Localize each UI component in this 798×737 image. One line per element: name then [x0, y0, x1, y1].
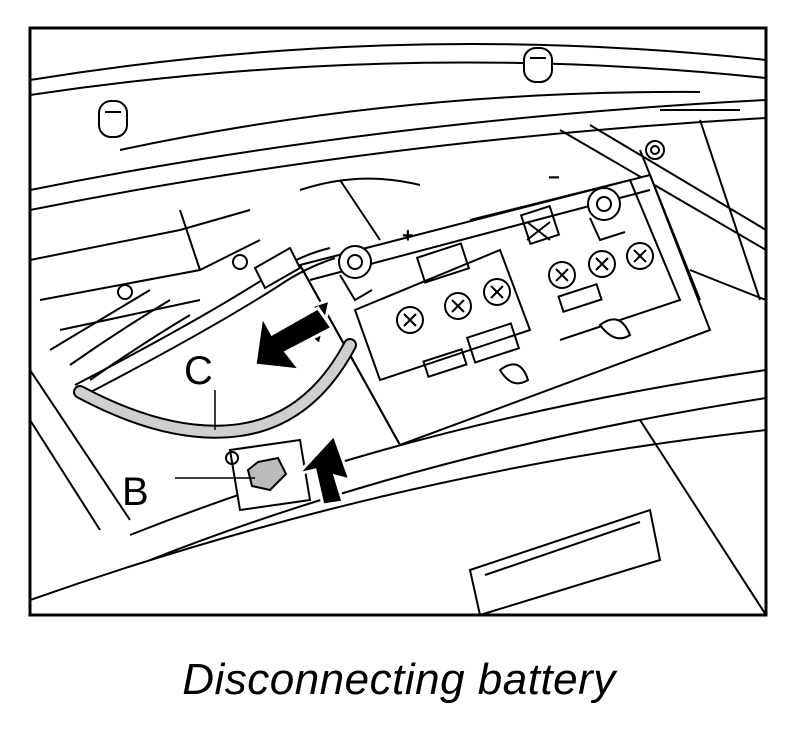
cable-c — [73, 338, 357, 439]
positive-cable — [74, 246, 336, 396]
figure-frame — [28, 26, 768, 617]
frame-rails — [559, 109, 766, 301]
arrow-bolt — [293, 432, 353, 507]
left-mechanism — [30, 177, 421, 531]
figure-caption: Disconnecting battery — [182, 655, 616, 704]
bumper-left — [98, 100, 128, 138]
lower-panel — [30, 369, 766, 615]
bumper-right — [523, 47, 553, 83]
negative-terminal — [587, 187, 626, 242]
label-minus: − — [548, 167, 560, 189]
arrow-disconnect-cable — [253, 297, 335, 372]
ground-bolt — [225, 438, 312, 512]
battery — [298, 173, 712, 447]
label-b: B — [122, 470, 149, 514]
label-c: C — [184, 349, 213, 393]
positive-terminal — [338, 245, 373, 302]
upper-panel — [30, 43, 766, 211]
label-plus: + — [402, 225, 414, 247]
